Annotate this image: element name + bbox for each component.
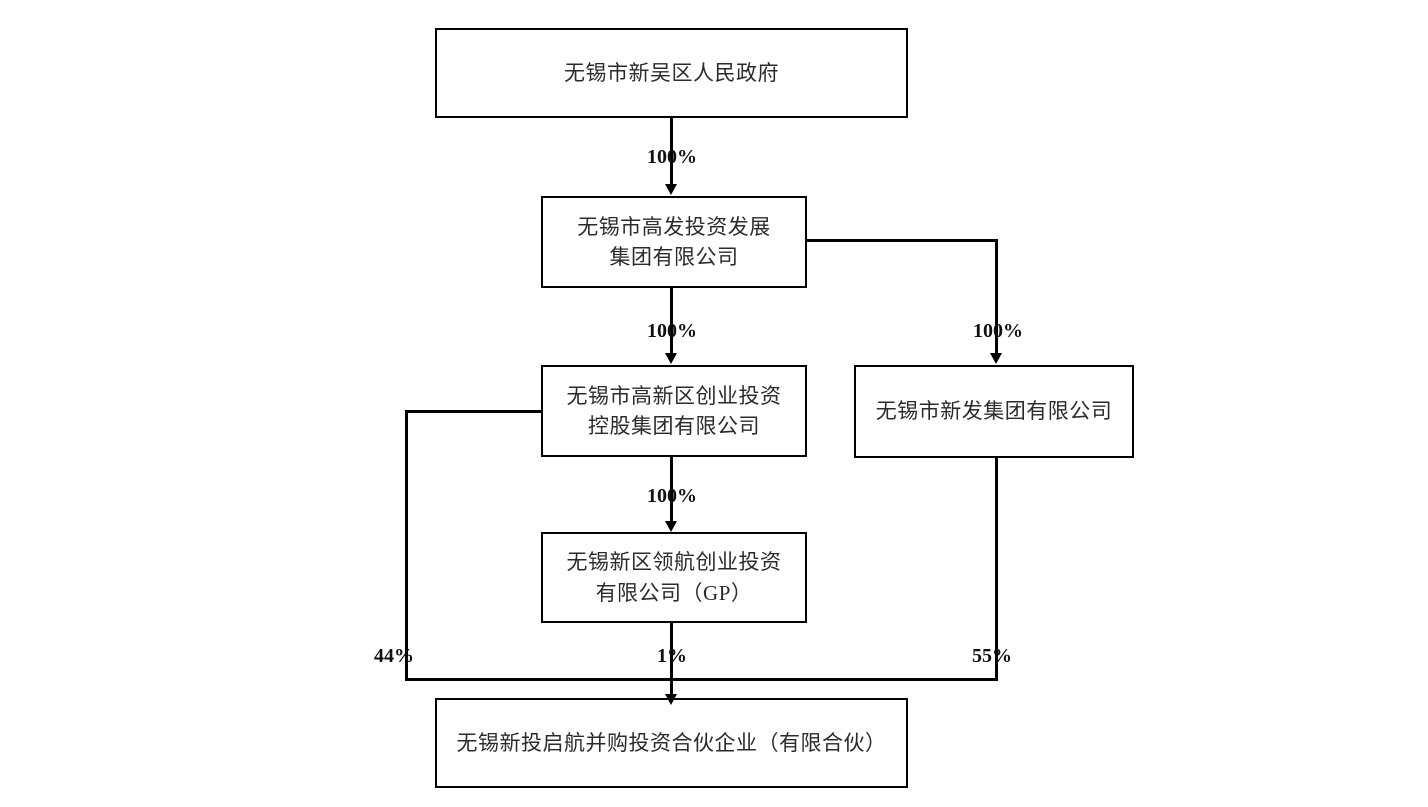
node-linghang-venture-gp-label: 无锡新区领航创业投资 有限公司（GP） — [566, 550, 782, 605]
node-gaofa-investment-group[interactable]: 无锡市高发投资发展 集团有限公司 — [541, 196, 807, 288]
node-government[interactable]: 无锡市新吴区人民政府 — [435, 28, 908, 118]
edge-label-gov-gaofa: 100% — [647, 146, 697, 168]
edge-gov-gaofa-arrowhead — [665, 184, 677, 195]
node-xinfa-group[interactable]: 无锡市新发集团有限公司 — [854, 365, 1134, 458]
edge-label-xinfa-fund: 55% — [972, 645, 1012, 667]
edge-xinfa-fund-vertical — [995, 457, 998, 680]
node-fund-partnership[interactable]: 无锡新投启航并购投资合伙企业（有限合伙） — [435, 698, 908, 788]
edge-label-gaofa-gaoxinqu: 100% — [647, 320, 697, 342]
node-fund-partnership-label: 无锡新投启航并购投资合伙企业（有限合伙） — [456, 730, 887, 755]
edge-gaofa-gaoxinqu-arrowhead — [665, 353, 677, 364]
node-xinfa-group-label: 无锡市新发集团有限公司 — [875, 399, 1113, 424]
node-gaoxinqu-venture-holding[interactable]: 无锡市高新区创业投资 控股集团有限公司 — [541, 365, 807, 457]
node-government-label: 无锡市新吴区人民政府 — [564, 60, 779, 85]
edge-gaofa-xinfa-vertical — [995, 239, 998, 353]
edge-gaoxinqu-fund-vertical — [405, 410, 408, 680]
edge-gaoxinqu-linghang-line — [670, 457, 673, 521]
edge-label-gaoxinqu-linghang: 100% — [647, 485, 697, 507]
edge-bus-fund-vertical — [670, 678, 673, 698]
node-gaofa-investment-group-label: 无锡市高发投资发展 集团有限公司 — [577, 214, 771, 269]
edge-gaoxinqu-fund-horizontal — [405, 410, 543, 413]
edge-linghang-bus-vertical — [670, 623, 673, 678]
edge-label-gaofa-xinfa: 100% — [973, 320, 1023, 342]
edge-label-gaoxinqu-fund: 44% — [374, 645, 414, 667]
edge-gaofa-xinfa-arrowhead — [990, 353, 1002, 364]
edge-gaoxinqu-linghang-arrowhead — [665, 521, 677, 532]
edge-label-linghang-fund: 1% — [657, 645, 687, 667]
node-linghang-venture-gp[interactable]: 无锡新区领航创业投资 有限公司（GP） — [541, 532, 807, 623]
edge-gov-gaofa-line — [670, 118, 673, 184]
edge-gaofa-gaoxinqu-line — [670, 288, 673, 353]
node-gaoxinqu-venture-holding-label: 无锡市高新区创业投资 控股集团有限公司 — [566, 383, 782, 438]
edge-gaofa-xinfa-horizontal — [807, 239, 998, 242]
edge-bottom-bus — [405, 678, 998, 681]
edge-bus-fund-arrowhead — [665, 694, 677, 705]
